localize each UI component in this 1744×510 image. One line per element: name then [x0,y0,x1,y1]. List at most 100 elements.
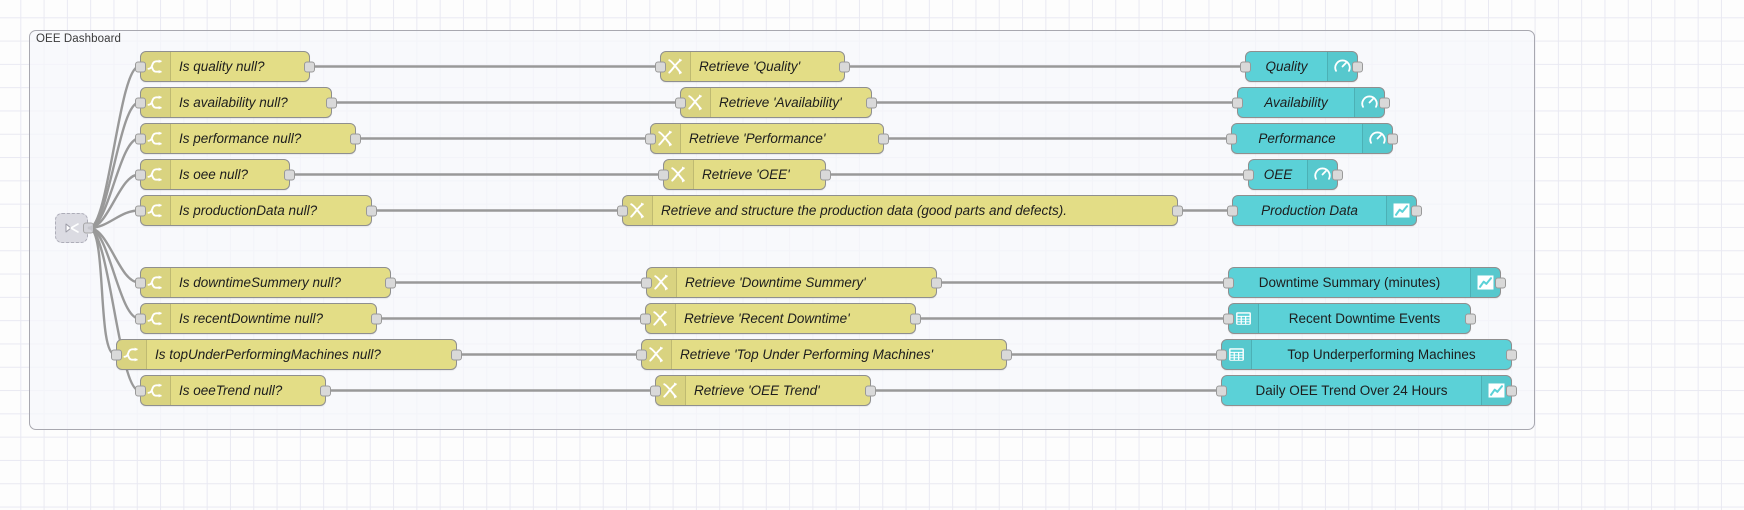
switch-icon [141,52,171,81]
dashboard-node-3-input-port[interactable] [1243,169,1254,180]
dashboard-node-7-output-port[interactable] [1506,349,1517,360]
change-node-7[interactable]: Retrieve 'Top Under Performing Machines' [636,339,1012,370]
change-node-4[interactable]: Retrieve and structure the production da… [617,195,1183,226]
change-node-2[interactable]: Retrieve 'Performance' [645,123,889,154]
switch-node-8-input-port[interactable] [135,385,146,396]
change-node-6-output-port[interactable] [910,313,921,324]
change-node-4-output-port[interactable] [1172,205,1183,216]
dashboard-node-0-output-port[interactable] [1352,61,1363,72]
change-node-3-input-port[interactable] [658,169,669,180]
inject-node[interactable] [55,213,94,243]
dashboard-node-5-output-port[interactable] [1495,277,1506,288]
change-node-3-label: Retrieve 'OEE' [702,167,790,182]
switch-node-7-output-port[interactable] [451,349,462,360]
dashboard-node-0-label: Quality [1265,59,1308,74]
change-node-3[interactable]: Retrieve 'OEE' [658,159,831,190]
switch-node-2-label: Is performance null? [179,131,302,146]
dashboard-node-6-input-port[interactable] [1223,313,1234,324]
switch-node-4-output-port[interactable] [366,205,377,216]
dashboard-node-8-input-port[interactable] [1216,385,1227,396]
dashboard-node-2-output-port[interactable] [1387,133,1398,144]
switch-node-6[interactable]: Is recentDowntime null? [135,303,382,334]
switch-node-2-output-port[interactable] [350,133,361,144]
switch-node-1[interactable]: Is availability null? [135,87,337,118]
change-node-0[interactable]: Retrieve 'Quality' [655,51,850,82]
dashboard-node-0-input-port[interactable] [1240,61,1251,72]
change-node-6[interactable]: Retrieve 'Recent Downtime' [640,303,921,334]
switch-node-5[interactable]: Is downtimeSummery null? [135,267,396,298]
dashboard-node-3-label: OEE [1263,167,1293,182]
dashboard-node-5-label: Downtime Summary (minutes) [1258,275,1441,290]
switch-node-8-label: Is oeeTrend null? [179,383,283,398]
change-icon [681,88,711,117]
dashboard-node-0[interactable]: Quality [1240,51,1363,82]
switch-node-8-output-port[interactable] [320,385,331,396]
switch-node-4-input-port[interactable] [135,205,146,216]
dashboard-node-8-output-port[interactable] [1506,385,1517,396]
switch-node-0-output-port[interactable] [304,61,315,72]
change-node-1-input-port[interactable] [675,97,686,108]
change-node-3-output-port[interactable] [820,169,831,180]
switch-node-3-input-port[interactable] [135,169,146,180]
change-node-4-input-port[interactable] [617,205,628,216]
dashboard-node-2[interactable]: Performance [1226,123,1398,154]
inject-output-port[interactable] [83,222,94,234]
change-node-1-output-port[interactable] [866,97,877,108]
change-node-5[interactable]: Retrieve 'Downtime Summery' [641,267,942,298]
change-node-7-input-port[interactable] [636,349,647,360]
switch-node-0[interactable]: Is quality null? [135,51,315,82]
dashboard-node-3[interactable]: OEE [1243,159,1343,190]
switch-node-5-input-port[interactable] [135,277,146,288]
change-icon [656,376,686,405]
change-node-5-output-port[interactable] [931,277,942,288]
switch-node-1-output-port[interactable] [326,97,337,108]
change-node-1[interactable]: Retrieve 'Availability' [675,87,877,118]
change-node-8-input-port[interactable] [650,385,661,396]
table-icon [1229,304,1259,333]
change-node-0-output-port[interactable] [839,61,850,72]
switch-node-3-label: Is oee null? [179,167,249,182]
switch-node-8[interactable]: Is oeeTrend null? [135,375,331,406]
change-node-0-input-port[interactable] [655,61,666,72]
switch-node-1-input-port[interactable] [135,97,146,108]
switch-node-4[interactable]: Is productionData null? [135,195,377,226]
switch-node-0-input-port[interactable] [135,61,146,72]
change-node-6-input-port[interactable] [640,313,651,324]
dashboard-node-8[interactable]: Daily OEE Trend Over 24 Hours [1216,375,1517,406]
change-node-5-input-port[interactable] [641,277,652,288]
change-node-8[interactable]: Retrieve 'OEE Trend' [650,375,876,406]
dashboard-node-6-output-port[interactable] [1465,313,1476,324]
switch-node-6-input-port[interactable] [135,313,146,324]
dashboard-node-3-output-port[interactable] [1332,169,1343,180]
change-node-2-input-port[interactable] [645,133,656,144]
dashboard-node-2-input-port[interactable] [1226,133,1237,144]
dashboard-node-4-output-port[interactable] [1411,205,1422,216]
switch-node-2-input-port[interactable] [135,133,146,144]
dashboard-node-5-input-port[interactable] [1223,277,1234,288]
dashboard-node-4-input-port[interactable] [1227,205,1238,216]
switch-node-5-output-port[interactable] [385,277,396,288]
change-node-8-output-port[interactable] [865,385,876,396]
dashboard-node-6[interactable]: Recent Downtime Events [1223,303,1476,334]
switch-node-6-output-port[interactable] [371,313,382,324]
switch-node-2[interactable]: Is performance null? [135,123,361,154]
switch-icon [141,268,171,297]
change-node-2-output-port[interactable] [878,133,889,144]
dashboard-node-1-input-port[interactable] [1232,97,1243,108]
inject-arrow-icon [64,220,80,236]
dashboard-node-5[interactable]: Downtime Summary (minutes) [1223,267,1506,298]
switch-node-3[interactable]: Is oee null? [135,159,295,190]
switch-node-7[interactable]: Is topUnderPerformingMachines null? [111,339,462,370]
switch-node-3-output-port[interactable] [284,169,295,180]
switch-node-7-input-port[interactable] [111,349,122,360]
change-icon [651,124,681,153]
dashboard-node-6-label: Recent Downtime Events [1288,311,1441,326]
dashboard-node-1[interactable]: Availability [1232,87,1390,118]
switch-icon [141,376,171,405]
dashboard-node-7[interactable]: Top Underperforming Machines [1216,339,1517,370]
dashboard-node-7-input-port[interactable] [1216,349,1227,360]
dashboard-node-1-output-port[interactable] [1379,97,1390,108]
dashboard-node-4[interactable]: Production Data [1227,195,1422,226]
change-node-7-output-port[interactable] [1001,349,1012,360]
